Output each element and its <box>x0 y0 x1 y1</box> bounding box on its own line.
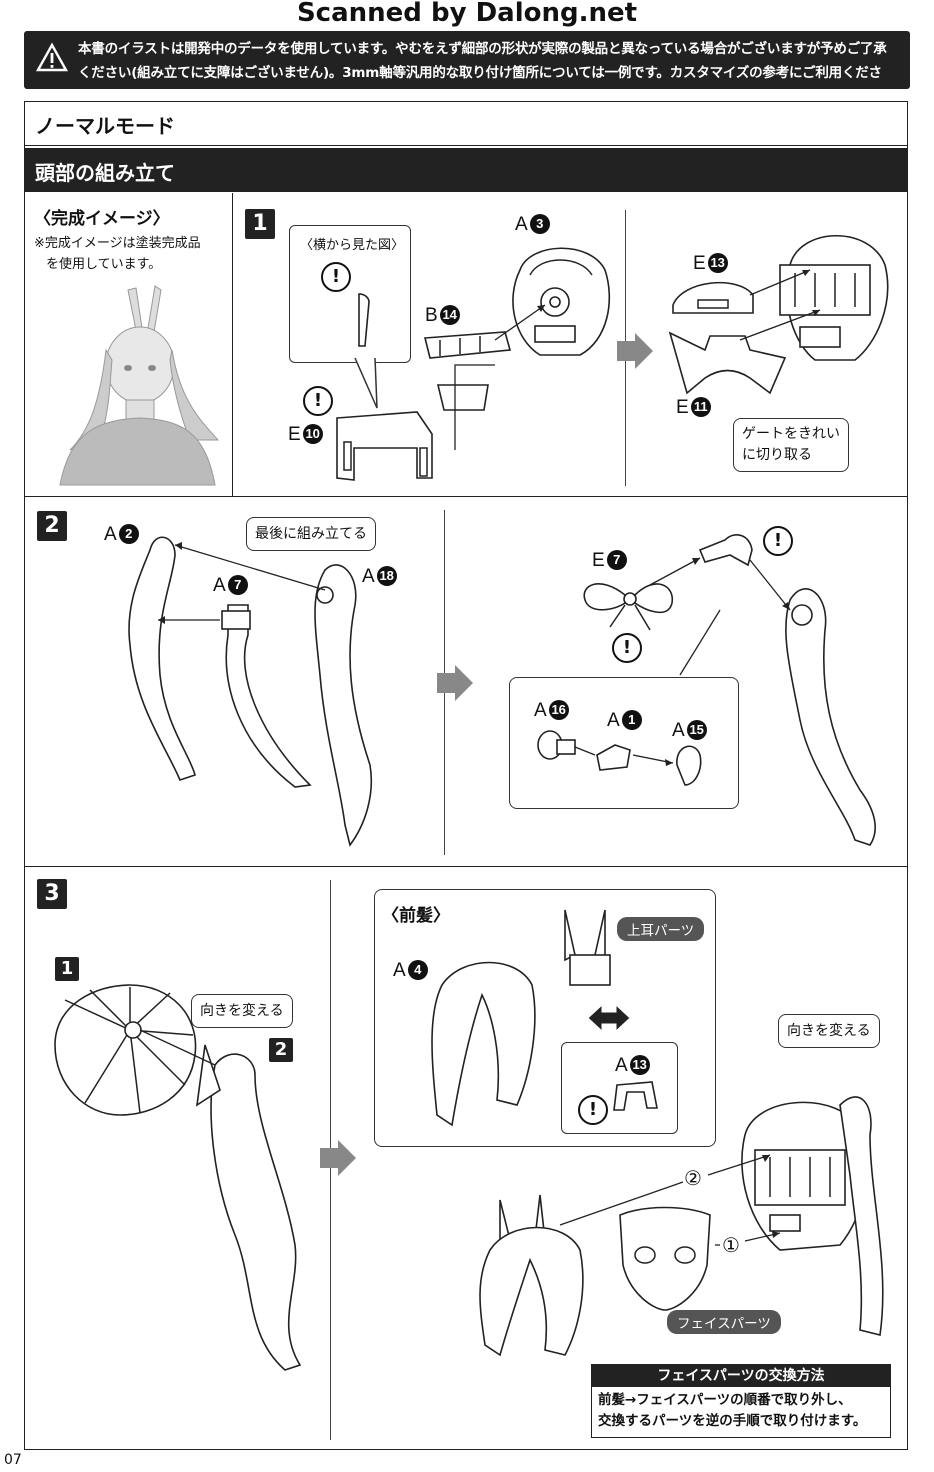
mode-header: ノーマルモード <box>25 102 907 146</box>
head-shell-a3 <box>512 247 611 356</box>
mode-title: ノーマルモード <box>35 114 175 138</box>
assemble-last-note: 最後に組み立てる <box>246 517 376 551</box>
instruction-frame <box>24 101 908 1450</box>
a13-detail-box <box>561 1042 678 1134</box>
ribbon-part-e7 <box>583 583 673 631</box>
face-part <box>619 1206 711 1311</box>
small-joint-parts <box>537 730 702 786</box>
face-swap-title: フェイスパーツの交換方法 <box>592 1365 890 1387</box>
bangs-callout <box>374 889 716 1147</box>
warning-line-1: 本書のイラストは開発中のデータを使用しています。やむをえず細部の形状が実際の製品… <box>78 41 887 57</box>
step-arrow-gray <box>437 665 473 701</box>
step-2-badge: 2 <box>37 511 67 541</box>
connector-part <box>698 534 753 567</box>
part-e13 <box>672 281 754 314</box>
caution-icon: ! <box>763 526 793 556</box>
bangs-title: 〈前髪〉 <box>382 906 450 926</box>
ref-step-2: 2 <box>269 1038 293 1062</box>
section-header: 頭部の組み立て <box>25 148 907 192</box>
caution-icon: ! <box>612 633 642 663</box>
step-3-badge: 3 <box>37 879 67 909</box>
scan-watermark: Scanned by Dalong.net <box>296 0 638 28</box>
warning-banner: 本書のイラストは開発中のデータを使用しています。やむをえず細部の形状が実際の製品… <box>24 31 910 105</box>
complete-image-note-line-1: ※完成イメージは塗装完成品 <box>34 236 201 251</box>
assembly-arrows <box>739 269 821 341</box>
order-1-marker: ① <box>722 1233 740 1257</box>
head-and-tail-rotate <box>54 984 302 1371</box>
complete-image-title: 〈完成イメージ〉 <box>34 209 170 229</box>
hair-tail-parts <box>128 536 373 847</box>
swap-arrow <box>587 1003 631 1033</box>
gate-note-line-1: ゲートをきれい <box>742 426 840 442</box>
complete-image-note: ※完成イメージは塗装完成品 を使用しています。 <box>34 233 201 275</box>
ref-step-1: 1 <box>55 957 79 981</box>
change-direction-note: 向きを変える <box>191 994 293 1028</box>
gate-cut-note: ゲートをきれい に切り取る <box>733 418 849 472</box>
bangs-with-ears <box>479 1194 584 1357</box>
side-view-title: 〈横から見た図〉 <box>300 238 405 253</box>
caution-icon: ! <box>303 386 333 416</box>
divider <box>25 496 907 497</box>
side-view-callout <box>289 225 411 363</box>
upper-ear-parts-tag: 上耳パーツ <box>617 917 705 941</box>
head-shell-assembled <box>779 235 889 361</box>
face-swap-box: フェイスパーツの交換方法 前髪→フェイスパーツの順番で取り外し、 交換するパーツ… <box>591 1364 891 1438</box>
part-a13 <box>613 1081 658 1111</box>
section-title: 頭部の組み立て <box>35 161 175 185</box>
assembly-arrows <box>454 304 546 450</box>
face-swap-line-1: 前髪→フェイスパーツの順番で取り外し、 <box>598 1392 852 1408</box>
page-number: 07 <box>4 1452 22 1468</box>
upper-ear-part <box>564 909 611 986</box>
caution-icon: ! <box>578 1095 608 1125</box>
warning-icon <box>35 42 69 72</box>
step-1-badge: 1 <box>245 209 275 239</box>
face-swap-line-2: 交換するパーツを逆の手順で取り付けます。 <box>598 1413 867 1429</box>
change-direction-note-2: 向きを変える <box>778 1014 880 1048</box>
divider <box>25 866 907 867</box>
gate-note-line-2: に切り取る <box>742 447 812 463</box>
step-arrow-gray <box>320 1140 356 1176</box>
part-b14 <box>423 331 512 411</box>
face-parts-tag: フェイスパーツ <box>667 1310 781 1334</box>
side-view-part <box>358 293 370 347</box>
part-e10 <box>336 411 433 481</box>
hair-tail-assembled <box>785 588 876 846</box>
disassembly-arrows <box>559 1154 781 1246</box>
caution-icon: ! <box>321 262 351 292</box>
detail-box <box>509 677 739 809</box>
bangs-part-a4 <box>431 961 536 1127</box>
callout-pointer <box>354 357 378 409</box>
step-arrow-gray <box>617 333 653 369</box>
divider <box>232 193 233 496</box>
complete-image-note-line-2: を使用しています。 <box>46 257 162 272</box>
order-2-marker: ② <box>684 1166 702 1190</box>
assembly-arrows <box>649 557 791 676</box>
head-assembled <box>741 1096 884 1336</box>
character-complete-image <box>59 285 220 486</box>
